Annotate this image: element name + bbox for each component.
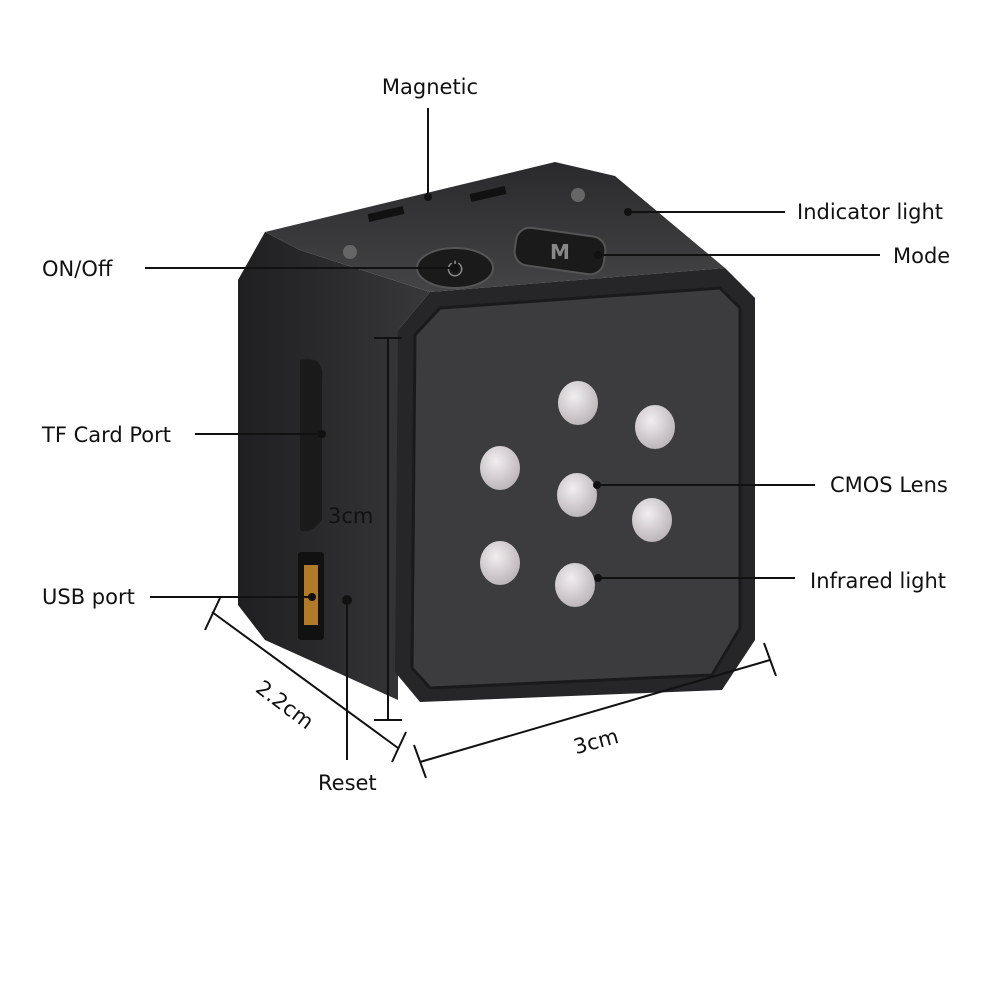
tf-card-slot <box>300 359 323 532</box>
infrared-led <box>635 405 675 449</box>
dimension-lines <box>204 337 777 779</box>
dimension-depth: 2.2cm <box>251 676 318 735</box>
screw-icon <box>343 245 357 259</box>
mode-button-glyph: M <box>550 240 570 264</box>
label-usb-port: USB port <box>42 585 135 609</box>
screw-icon <box>571 188 585 202</box>
magnet-slot <box>367 206 405 222</box>
label-tf-card-port: TF Card Port <box>41 423 171 447</box>
label-indicator-light: Indicator light <box>797 200 943 224</box>
dimension-width: 3cm <box>571 724 621 759</box>
label-reset: Reset <box>318 771 377 795</box>
label-mode: Mode <box>893 244 950 268</box>
left-face <box>238 232 430 700</box>
top-face <box>265 162 725 292</box>
label-magnetic: Magnetic <box>382 75 478 99</box>
leader-lines <box>145 108 880 760</box>
cmos-lens <box>557 473 597 517</box>
label-infrared-light: Infrared light <box>810 569 946 593</box>
camera-body: ⏻ M <box>238 162 755 702</box>
infrared-leds <box>480 381 675 607</box>
dimension-height: 3cm <box>328 504 373 528</box>
infrared-led <box>632 498 672 542</box>
label-on-off: ON/Off <box>42 257 113 281</box>
mode-button[interactable] <box>513 226 607 276</box>
infrared-led <box>480 541 520 585</box>
infrared-led <box>558 381 598 425</box>
infrared-led <box>555 563 595 607</box>
magnet-slot <box>469 186 507 202</box>
label-cmos-lens: CMOS Lens <box>830 473 948 497</box>
infrared-led <box>480 446 520 490</box>
